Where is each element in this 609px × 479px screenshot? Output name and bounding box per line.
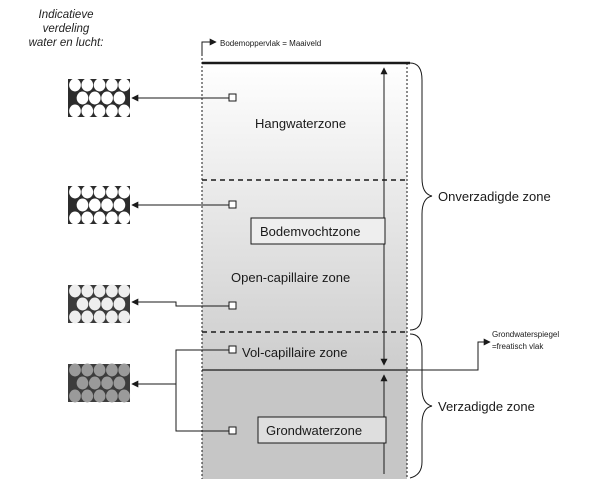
- soil-particle: [118, 363, 131, 377]
- pore-sample-bodemvocht: [68, 185, 131, 225]
- soil-particle: [93, 104, 106, 118]
- pore-sample-hangwater: [68, 78, 131, 118]
- soil-particle: [113, 297, 126, 311]
- soil-particle: [106, 211, 118, 225]
- groundwater-zone-label: Grondwaterzone: [266, 423, 362, 438]
- soil-particle: [76, 297, 89, 311]
- soil-particle: [81, 78, 94, 92]
- soil-particle: [88, 376, 101, 390]
- soil-particle: [69, 104, 81, 118]
- legend-line-1: Indicatieve: [38, 9, 94, 21]
- soil-particle: [118, 104, 131, 118]
- unsaturated-brace: [409, 62, 433, 331]
- soil-particle: [88, 91, 101, 105]
- soil-particle: [106, 78, 118, 92]
- pore-sample-open-capillary: [68, 284, 131, 324]
- legend-line-3: water en lucht:: [28, 37, 104, 49]
- sample-marker-bodemvocht: [228, 200, 237, 209]
- soil-particle: [76, 198, 89, 212]
- soil-particle: [118, 185, 131, 199]
- legend-line-2: verdeling: [42, 23, 90, 35]
- soil-particle: [93, 211, 106, 225]
- groundwater-level-label-2: =freatisch vlak: [492, 342, 544, 351]
- soil-particle: [81, 211, 94, 225]
- soil-particle: [113, 91, 126, 105]
- unsaturated-zone-column: [202, 63, 407, 370]
- soil-particle: [93, 363, 106, 377]
- hangwater-zone-label: Hangwaterzone: [255, 116, 346, 131]
- soil-particle: [118, 78, 131, 92]
- sample-marker-hangwater: [228, 93, 237, 102]
- soil-particle: [106, 104, 118, 118]
- bodemvocht-zone-label: Bodemvochtzone: [260, 224, 360, 239]
- connector-open-capillary: [131, 298, 229, 307]
- unsaturated-zone-label: Onverzadigde zone: [438, 189, 551, 204]
- soil-particle: [69, 185, 81, 199]
- surface-label: Bodemoppervlak = Maaiveld: [220, 39, 321, 48]
- saturated-brace: [409, 333, 433, 479]
- soil-particle: [93, 78, 106, 92]
- soil-particle: [118, 211, 131, 225]
- soil-particle: [81, 185, 94, 199]
- surface-label-arrow: [201, 38, 217, 54]
- soil-particle: [101, 376, 113, 390]
- sample-marker-full-capillary: [228, 345, 237, 354]
- soil-particle: [69, 211, 81, 225]
- groundwater-level-arrow: [410, 338, 491, 371]
- soil-particle: [106, 310, 118, 324]
- soil-particle: [118, 389, 131, 403]
- groundwater-level-label-1: Grondwaterspiegel: [492, 330, 559, 339]
- soil-particle: [93, 310, 106, 324]
- saturated-zone-label: Verzadigde zone: [438, 399, 535, 414]
- sample-marker-open-capillary: [228, 301, 237, 310]
- sample-marker-groundwater: [228, 426, 237, 435]
- soil-particle: [113, 198, 126, 212]
- soil-particle: [88, 198, 101, 212]
- soil-particle: [93, 389, 106, 403]
- soil-particle: [81, 310, 94, 324]
- soil-particle: [106, 363, 118, 377]
- soil-particle: [118, 310, 131, 324]
- bodemvocht-zone-box: [250, 217, 386, 245]
- pore-sample-saturated: [68, 363, 131, 403]
- soil-particle: [76, 376, 89, 390]
- soil-particle: [76, 91, 89, 105]
- soil-particle: [69, 310, 81, 324]
- soil-particle: [113, 376, 126, 390]
- soil-particle: [118, 284, 131, 298]
- soil-particle: [93, 185, 106, 199]
- soil-particle: [69, 78, 81, 92]
- soil-particle: [69, 389, 81, 403]
- soil-particle: [106, 185, 118, 199]
- soil-particle: [88, 297, 101, 311]
- groundwater-zone-box: [257, 416, 387, 444]
- legend-caption: Indicatieve verdeling water en lucht:: [6, 8, 126, 50]
- soil-particle: [81, 104, 94, 118]
- soil-particle: [101, 198, 113, 212]
- full-capillary-zone-label: Vol-capillaire zone: [242, 345, 348, 360]
- soil-particle: [81, 389, 94, 403]
- soil-particle: [106, 284, 118, 298]
- soil-particle: [81, 363, 94, 377]
- soil-particle: [69, 363, 81, 377]
- soil-particle: [106, 389, 118, 403]
- open-capillary-zone-label: Open-capillaire zone: [231, 270, 350, 285]
- soil-particle: [93, 284, 106, 298]
- soil-particle: [69, 284, 81, 298]
- soil-particle: [101, 91, 113, 105]
- soil-particle: [101, 297, 113, 311]
- soil-particle: [81, 284, 94, 298]
